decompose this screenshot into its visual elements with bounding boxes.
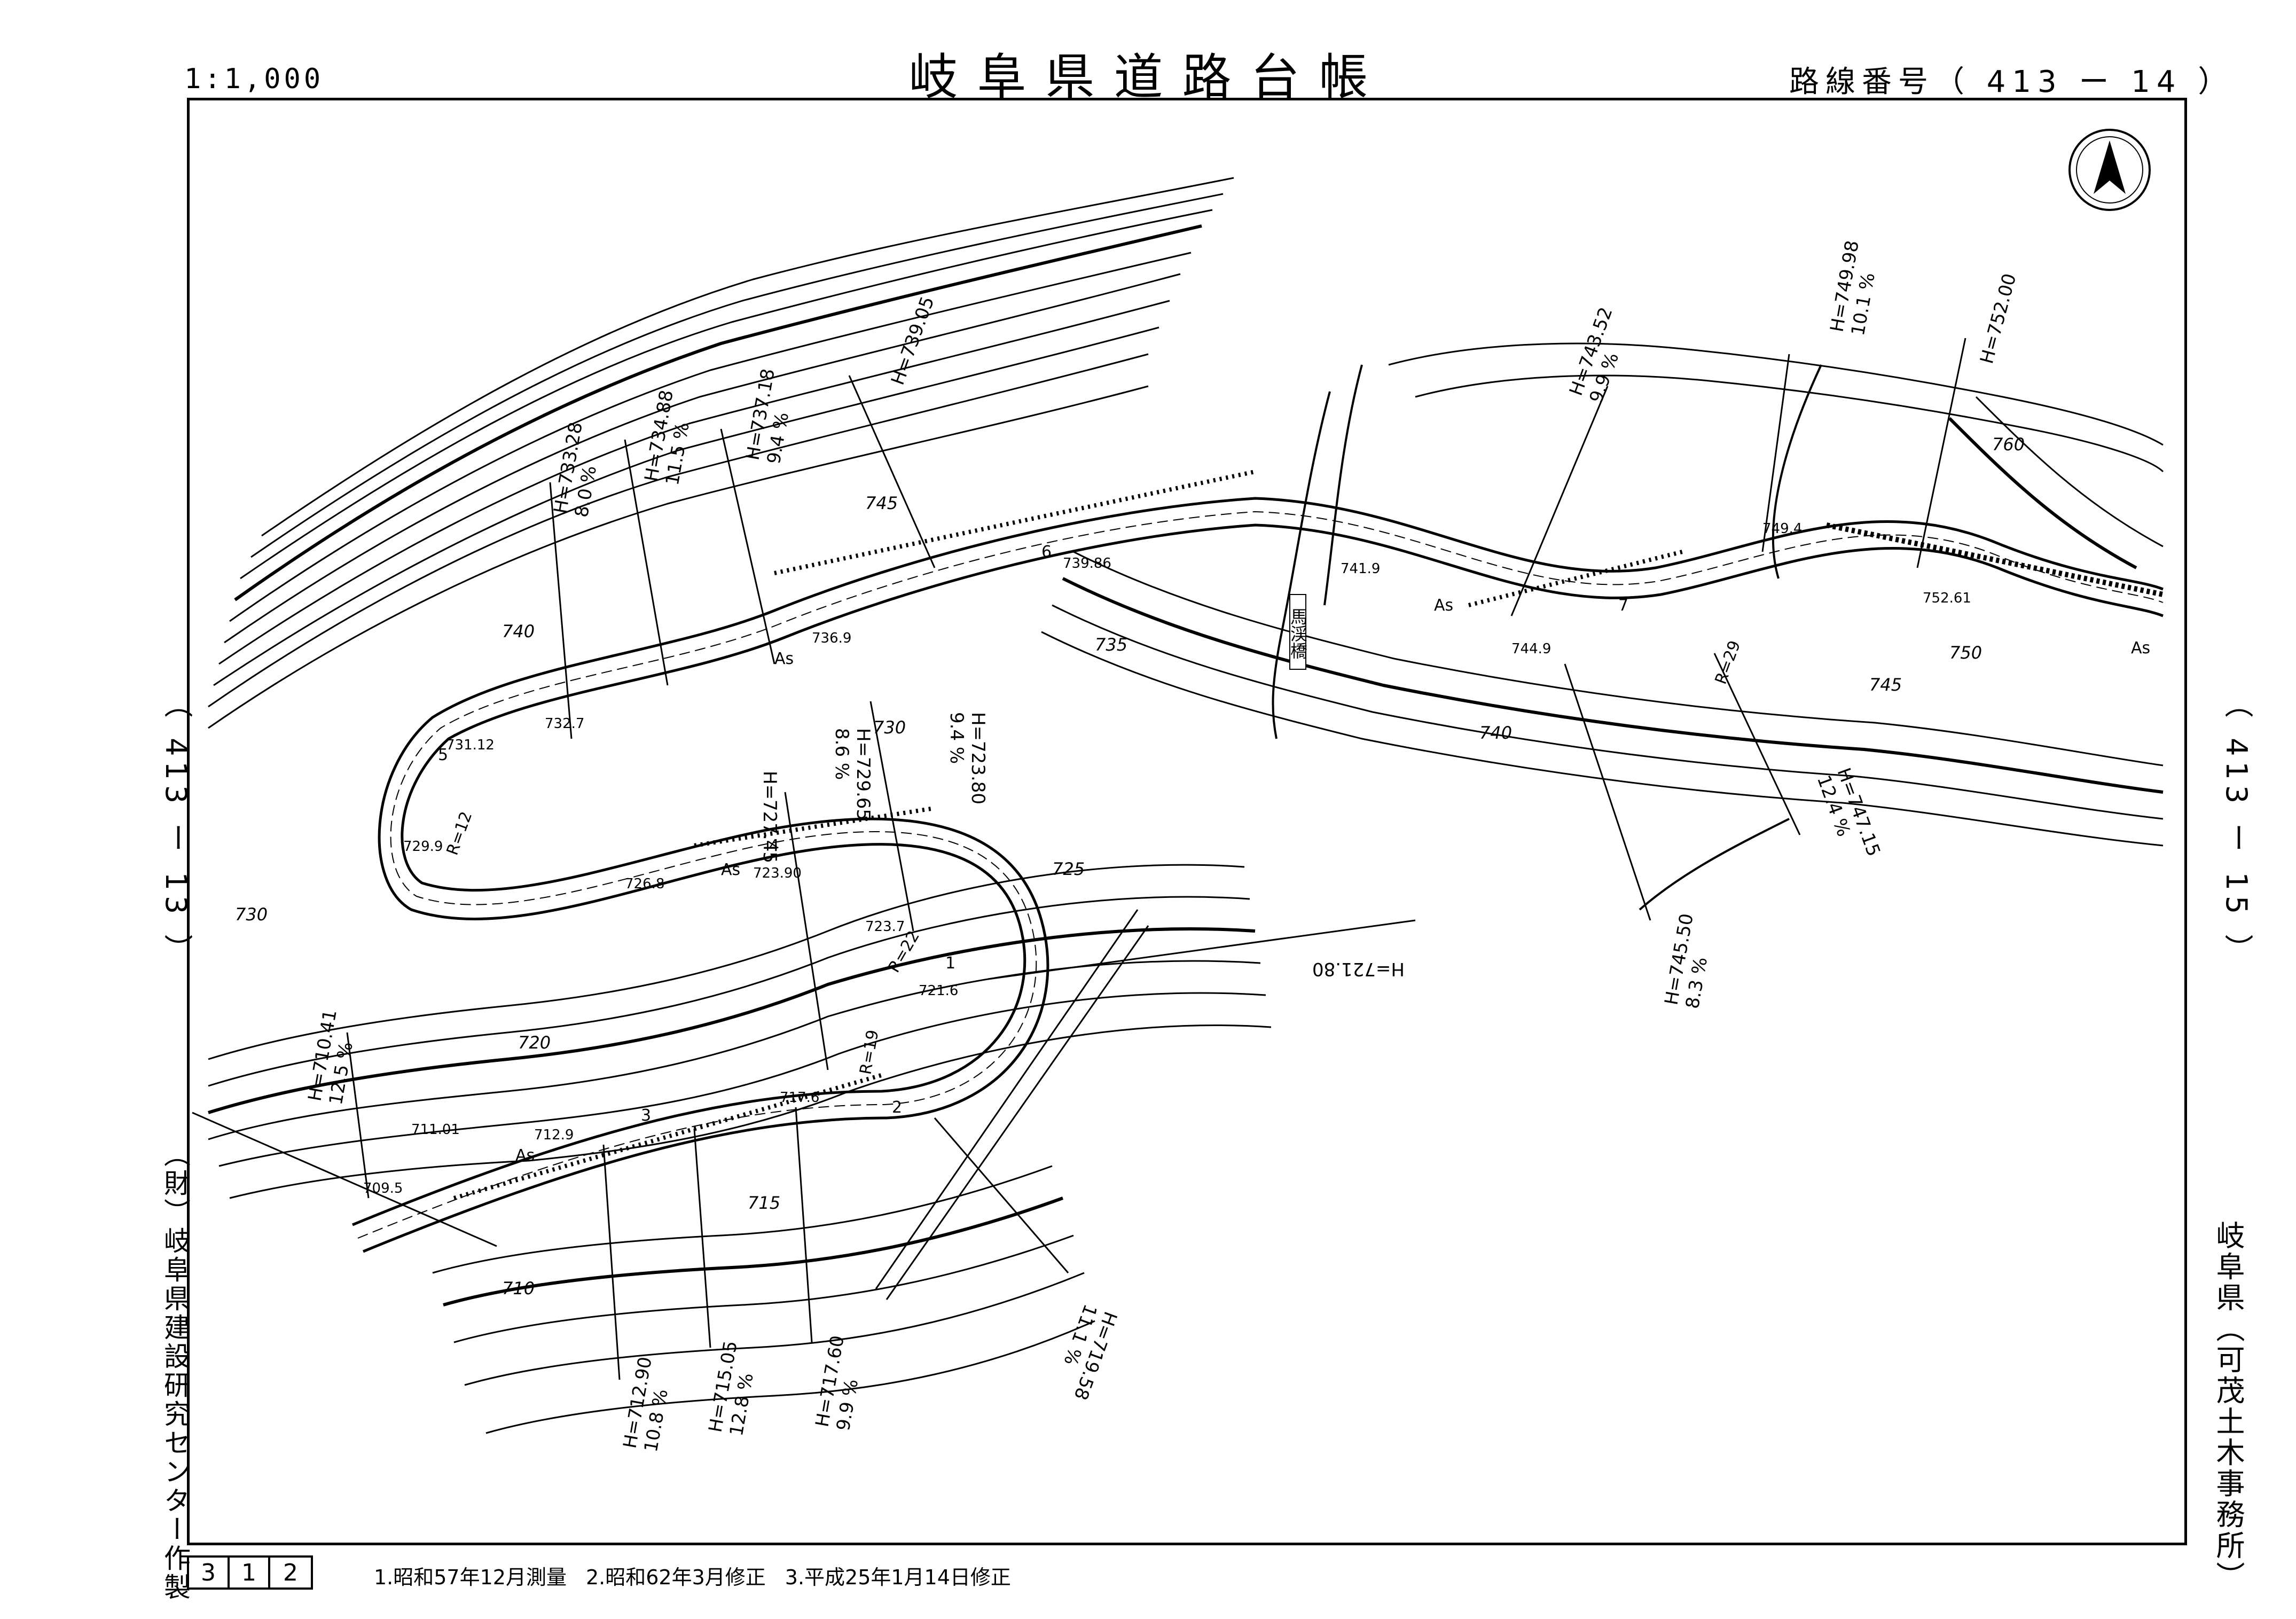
- map-frame: [187, 98, 2187, 1545]
- section-elevation: H=727.45: [759, 771, 780, 863]
- streams: [1272, 364, 1822, 911]
- sheet-number-digit: 3: [189, 1558, 230, 1587]
- spot-height: 729.9: [403, 839, 443, 855]
- section-lines: [346, 338, 1966, 1380]
- adjacent-sheet-left: （ 413 ー 13 ）: [159, 689, 193, 968]
- surface-label: As: [1434, 596, 1453, 615]
- office-name: 岐阜県（可茂土木事務所）: [2211, 1221, 2245, 1592]
- map-maker: （財）岐阜県建設研究センター作製: [160, 1140, 191, 1602]
- section-elevation: H=739.05: [887, 294, 939, 388]
- contour-label: 730: [873, 717, 906, 738]
- boundary-lines: [192, 909, 1416, 1300]
- adjacent-sheet-right: （ 413 ー 15 ）: [2220, 689, 2253, 968]
- section-elevation: H=721.80: [1312, 958, 1405, 980]
- spot-height: 736.9: [812, 630, 851, 646]
- revision-entry: 1.昭和57年12月測量: [374, 1566, 567, 1589]
- spot-height: 732.7: [545, 716, 584, 732]
- spot-height: 709.5: [363, 1180, 403, 1196]
- station-number: 4: [769, 836, 779, 855]
- page-title: 岐阜県道路台帳: [908, 49, 1388, 106]
- section-gradient: 9.4 %: [946, 712, 967, 764]
- sheet-number-digit: 1: [230, 1558, 270, 1587]
- road-edges: [352, 497, 2164, 1253]
- station-number: 5: [438, 746, 448, 764]
- radius-label: R=19: [856, 1028, 882, 1076]
- curve-radii: R=12 R=22 R=19 R=29: [443, 638, 1745, 1076]
- guardrail-hatching: [453, 470, 2164, 1200]
- radius-label: R=29: [1712, 638, 1745, 687]
- contour-label: 760: [1992, 434, 2025, 455]
- sheet-number-box: 3 1 2: [187, 1555, 313, 1590]
- road-centerline: [357, 511, 2164, 1239]
- section-elevation: H=723.80: [967, 712, 989, 804]
- surface-label: As: [2131, 639, 2150, 658]
- spot-height: 744.9: [1511, 641, 1551, 657]
- surface-label: As: [774, 650, 794, 668]
- contour-label: 725: [1052, 859, 1085, 879]
- contour-label: 735: [1095, 635, 1127, 655]
- contour-label: 710: [502, 1278, 535, 1299]
- spot-height: 749.4: [1762, 521, 1802, 537]
- contour-label: 715: [748, 1193, 780, 1213]
- road-surface-labels: As As As As As: [515, 596, 2150, 1165]
- station-number: 2: [892, 1098, 902, 1117]
- surface-label: As: [515, 1146, 535, 1165]
- contour-label: 730: [235, 904, 268, 925]
- radius-label: R=12: [443, 809, 476, 858]
- spot-height: 723.7: [865, 919, 905, 935]
- section-elevation: H=752.00: [1976, 271, 2020, 366]
- spot-height: 723.90: [753, 865, 802, 881]
- bridge-name: 馬渓橋: [1288, 608, 1308, 659]
- revision-entry: 3.平成25年1月14日修正: [785, 1566, 1011, 1589]
- map-scale: 1:1,000: [184, 63, 324, 95]
- station-numbers: 1 2 3 4 5 6 7: [438, 543, 1628, 1125]
- contour-label: 720: [518, 1033, 551, 1053]
- spot-height: 726.8: [625, 876, 664, 892]
- contour-label: 740: [502, 621, 535, 642]
- station-number: 6: [1041, 543, 1052, 561]
- spot-height: 752.61: [1923, 590, 1971, 606]
- station-number: 7: [1618, 596, 1628, 615]
- spot-height: 717.6: [780, 1090, 819, 1106]
- contour-label: 745: [865, 493, 898, 513]
- contour-label: 750: [1949, 643, 1982, 663]
- sheet-number-digit: 2: [283, 1559, 298, 1586]
- section-gradient: 8.6 %: [831, 728, 852, 780]
- route-number: 路線番号（ 413 ー 14 ）: [1789, 65, 2235, 99]
- revision-entry: 2.昭和62年3月修正: [585, 1566, 766, 1589]
- section-elevation: H=729.65: [852, 728, 874, 820]
- spot-heights: 739.86 741.9 736.9 732.7 731.12 729.9 72…: [363, 521, 1971, 1196]
- road-map: 745 740 735 730 730 725 720 715 710 740 …: [192, 129, 2164, 1454]
- contour-label: 740: [1479, 723, 1512, 743]
- surface-label: As: [721, 861, 740, 879]
- revision-history: 1.昭和57年12月測量 2.昭和62年3月修正 3.平成25年1月14日修正: [374, 1561, 1011, 1590]
- station-number: 3: [641, 1106, 651, 1125]
- contour-lines: [208, 177, 2164, 1434]
- spot-height: 731.12: [446, 737, 495, 753]
- station-number: 1: [945, 954, 955, 973]
- radius-label: R=22: [885, 928, 923, 976]
- spot-height: 711.01: [411, 1122, 460, 1138]
- spot-height: 712.9: [534, 1127, 574, 1143]
- bridge: 馬渓橋: [1288, 594, 1308, 670]
- contour-label: 745: [1869, 675, 1902, 695]
- spot-height: 739.86: [1063, 556, 1111, 572]
- spot-height: 741.9: [1341, 561, 1380, 577]
- north-arrow-icon: [2068, 129, 2151, 211]
- contour-labels: 745 740 735 730 730 725 720 715 710 740 …: [235, 434, 2025, 1299]
- spot-height: 721.6: [919, 983, 958, 999]
